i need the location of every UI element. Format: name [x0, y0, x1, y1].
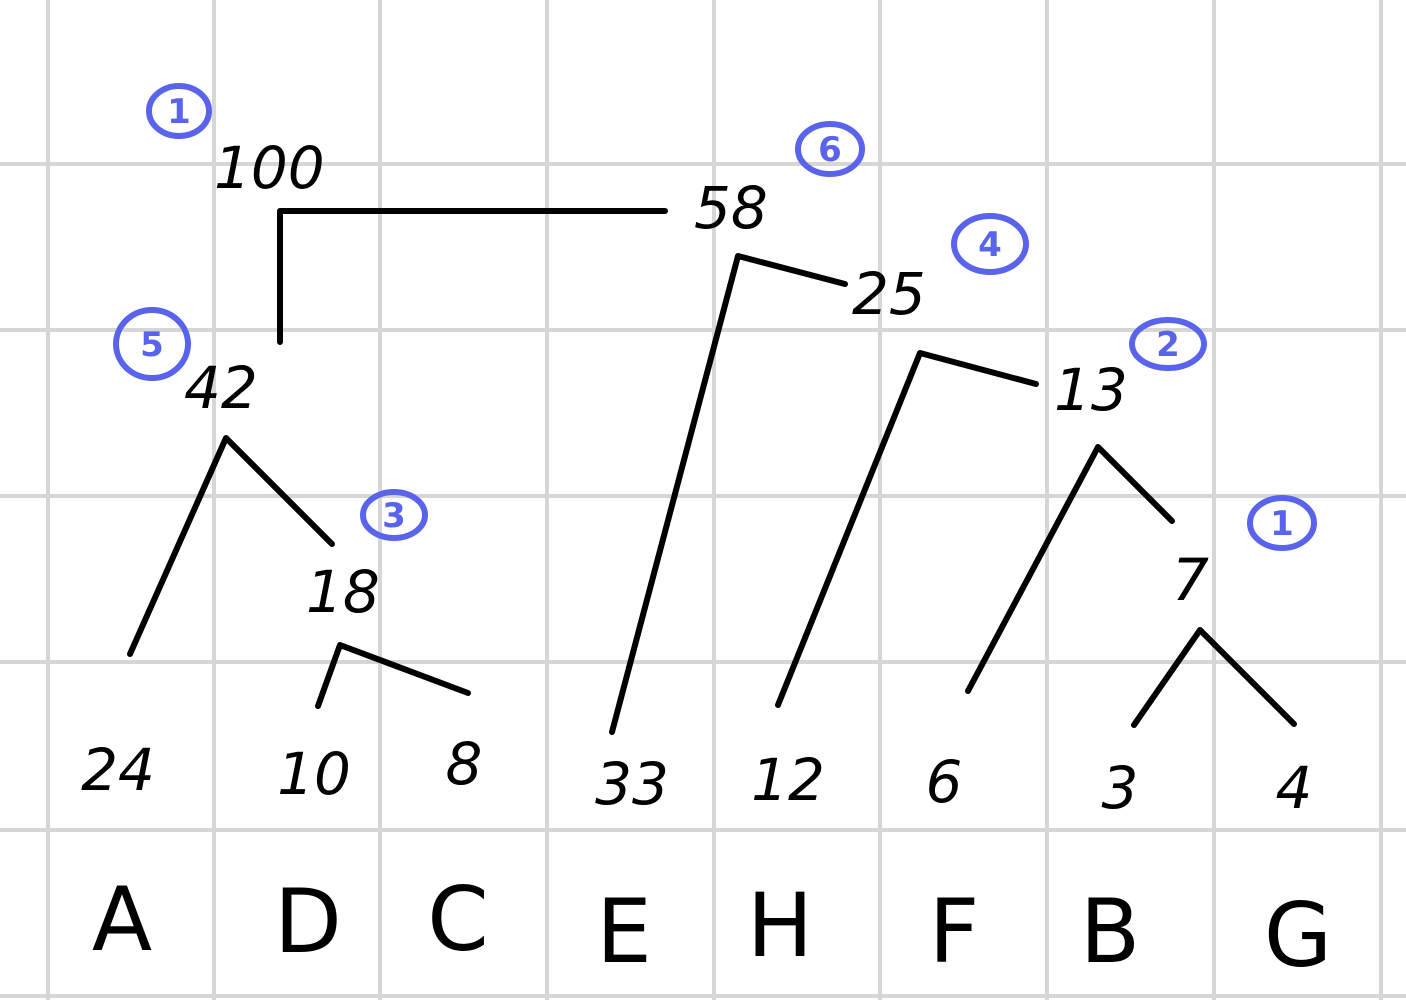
node-weight-100: 100	[214, 134, 325, 202]
leaf-letter-A: A	[92, 868, 152, 971]
node-weight-58: 58	[694, 174, 768, 242]
leaf-letter-G: G	[1264, 884, 1332, 987]
internal-node-weights: 100 58 42 25 18 13 7	[184, 134, 1209, 626]
leaf-weight-A: 24	[81, 736, 155, 804]
leaf-weight-E: 33	[595, 750, 669, 818]
svg-text:5: 5	[140, 325, 164, 365]
edge-18-children	[315, 642, 471, 709]
leaf-weight-D: 10	[277, 740, 351, 808]
leaf-letter-H: H	[747, 874, 813, 977]
edge-25-children	[775, 350, 1039, 708]
edge-100-to-42-and-58	[277, 208, 668, 345]
leaf-weights: 24 10 8 33 12 6 3 4	[81, 730, 1312, 822]
node-weight-18: 18	[306, 558, 380, 626]
leaf-weight-B: 3	[1102, 754, 1139, 822]
svg-text:2: 2	[1156, 325, 1180, 365]
leaf-letter-D: D	[274, 870, 342, 973]
edge-13-children	[965, 444, 1175, 694]
leaf-letter-E: E	[596, 880, 652, 983]
leaf-weight-G: 4	[1276, 754, 1313, 822]
node-weight-13: 13	[1054, 356, 1128, 424]
leaf-weight-F: 6	[926, 748, 963, 816]
leaf-letter-F: F	[929, 880, 980, 983]
node-weight-7: 7	[1172, 546, 1209, 614]
order-badge-25: 4	[951, 213, 1029, 275]
leaf-weight-H: 12	[751, 746, 825, 814]
svg-text:6: 6	[818, 130, 842, 170]
svg-text:1: 1	[167, 92, 191, 132]
edge-42-children	[127, 435, 335, 657]
leaf-letters: A D C E H F B G	[92, 868, 1332, 987]
node-weight-42: 42	[184, 354, 258, 422]
order-badge-7: 1	[1247, 495, 1317, 551]
svg-text:1: 1	[1270, 504, 1294, 544]
leaf-letter-C: C	[427, 868, 488, 971]
order-badge-13: 2	[1129, 317, 1207, 371]
order-badge-18: 3	[360, 489, 428, 541]
order-badge-100: 1	[146, 83, 212, 139]
svg-text:4: 4	[978, 225, 1002, 265]
order-badge-58: 6	[795, 121, 865, 177]
edge-58-children	[609, 253, 848, 735]
svg-text:3: 3	[382, 496, 406, 536]
merge-order-annotations: 1 6 5 4 3 2 1	[113, 83, 1317, 551]
order-badge-42: 5	[113, 307, 191, 381]
leaf-letter-B: B	[1080, 880, 1140, 983]
node-weight-25: 25	[852, 260, 926, 328]
leaf-weight-C: 8	[446, 730, 483, 798]
edge-7-children	[1131, 627, 1297, 728]
tree-edges	[127, 208, 1297, 735]
